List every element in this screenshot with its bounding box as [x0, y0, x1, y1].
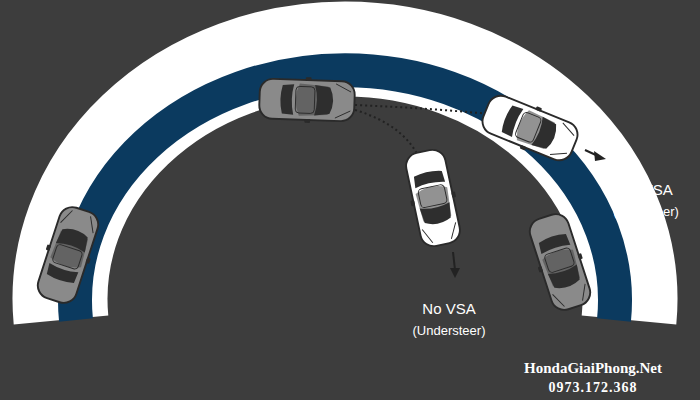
slide-arrowhead [594, 151, 606, 161]
car-apex [259, 76, 356, 125]
label-title: No VSA [422, 300, 475, 317]
oversteer-path [355, 105, 500, 115]
car-oversteer [477, 89, 582, 167]
car-understeer [401, 147, 465, 249]
watermark: 0973.172.368 [549, 380, 638, 396]
label-sub: (Understeer) [413, 323, 486, 338]
slide-arrow [453, 252, 455, 270]
label-sub: (Oversteer) [613, 204, 679, 219]
car-entry [32, 203, 105, 307]
label-title: No VSA [619, 181, 672, 198]
understeer-path [355, 110, 420, 160]
road-band [60, 49, 630, 320]
watermark: HondaGiaiPhong.Net [524, 360, 662, 377]
car-exit [524, 210, 597, 314]
slide-arrowhead [450, 268, 460, 278]
ideal-path [75, 70, 615, 320]
